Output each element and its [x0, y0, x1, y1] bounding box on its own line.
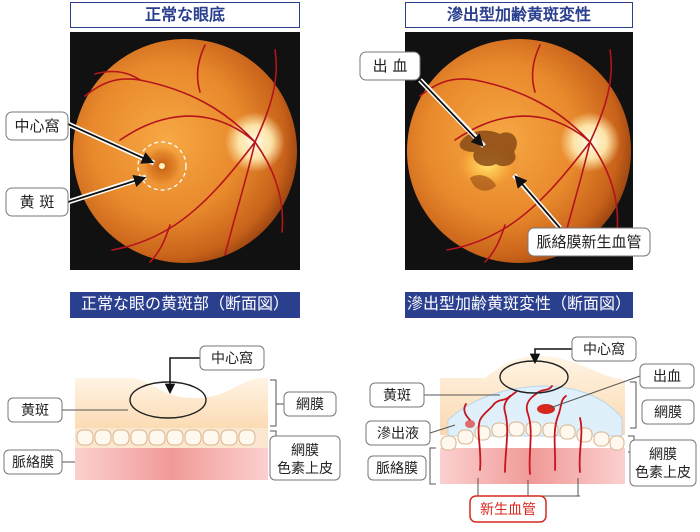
- amd-rpe-label-1: 網膜: [649, 447, 677, 463]
- title-wet-amd-cross-section: 滲出型加齢黄斑変性（断面図）: [405, 292, 633, 318]
- title-wet-amd-fundus: 滲出型加齢黄斑変性: [405, 2, 633, 28]
- callout-fovea: 中心窩: [5, 111, 156, 166]
- title-normal-cross-section: 正常な眼の黄斑部（断面図）: [70, 292, 300, 318]
- section-macula-label: 黄斑: [21, 402, 49, 419]
- callout-cnv-label: 脈絡膜新生血管: [536, 233, 641, 251]
- section-macula-box: [7, 397, 63, 423]
- normal-fundus-photo: [70, 32, 300, 270]
- amd-cross-section: 中心窩 黄斑 出血 網膜 滲出液 脈絡膜 網膜 色素上皮 新生血管: [365, 336, 697, 523]
- amd-choroid-layer: [440, 448, 625, 484]
- amd-choroid-label: 脈絡膜: [376, 461, 418, 477]
- callout-fovea-label: 中心窩: [14, 117, 59, 135]
- section-choroid-label: 脈絡膜: [12, 455, 54, 471]
- amd-new-vessels-label: 新生血管: [480, 502, 536, 518]
- callout-cnv-box: [527, 227, 651, 257]
- section-retina-box: [283, 391, 337, 417]
- amd-fundus-photo: [405, 32, 633, 270]
- callout-macula-box: [5, 187, 69, 217]
- new-blood-vessels: [463, 385, 583, 475]
- callout-fovea-box: [5, 111, 69, 141]
- hemorrhage-spot-small: [465, 420, 475, 428]
- amd-hemorrhage-leader: [549, 375, 641, 409]
- amd-exudate-box: [365, 420, 431, 446]
- amd-choroid-box: [367, 455, 427, 481]
- normal-cross-section: 中心窩 黄斑 脈絡膜 網膜 網膜 色素上皮: [3, 345, 341, 481]
- callout-macula-label: 黄 斑: [20, 193, 55, 211]
- fundus-disc: [73, 39, 297, 263]
- callout-hemorrhage-box: [359, 51, 421, 81]
- callout-hemorrhage-label: 出 血: [373, 57, 408, 75]
- rpe-cells: [76, 429, 256, 446]
- amd-rpe-cells: [440, 421, 625, 451]
- amd-retina-box: [641, 399, 695, 425]
- callout-hemorrhage: 出 血: [359, 51, 486, 148]
- choroid-layer: [75, 448, 268, 480]
- amd-fundus-disc: [407, 39, 631, 263]
- retinal-vessels: [84, 44, 284, 263]
- retina-layer: [75, 378, 268, 432]
- amd-choroid-bracket: [429, 447, 436, 485]
- section-retina-label: 網膜: [296, 397, 324, 413]
- macula-dashed-outline: [137, 141, 187, 191]
- title-normal-fundus: 正常な眼底: [70, 2, 300, 28]
- section-rpe-label-1: 網膜: [291, 443, 319, 459]
- section-fovea-label: 中心窩: [211, 350, 253, 367]
- amd-fovea-box: [571, 336, 637, 362]
- retina-bracket: [270, 379, 277, 427]
- amd-fovea-pointer: [529, 348, 572, 365]
- fovea-pointer: [164, 357, 200, 395]
- amd-retina-bracket: [630, 381, 637, 429]
- hemorrhage-patch-lower: [470, 175, 496, 191]
- section-rpe-label-2: 色素上皮: [277, 460, 333, 477]
- amd-hemorrhage-label: 出血: [653, 369, 681, 385]
- callout-macula: 黄 斑: [5, 174, 147, 217]
- exudate-fluid: [447, 385, 623, 437]
- callout-cnv: 脈絡膜新生血管: [512, 173, 651, 257]
- amd-macula-box: [369, 382, 425, 408]
- amd-fovea-label: 中心窩: [583, 341, 625, 358]
- amd-hemorrhage-box: [639, 363, 695, 389]
- amd-rpe-box: [629, 439, 697, 487]
- section-fovea-box: [199, 345, 265, 371]
- section-choroid-box: [3, 449, 63, 475]
- section-rpe-box: [269, 435, 341, 481]
- amd-retina-label: 網膜: [654, 405, 682, 421]
- amd-exudate-label: 滲出液: [377, 426, 419, 442]
- fovea-point: [159, 163, 165, 169]
- amd-new-vessels-box: [469, 495, 547, 523]
- amd-macula-label: 黄斑: [383, 387, 411, 404]
- macula-outline: [129, 381, 207, 419]
- amd-rpe-label-2: 色素上皮: [635, 464, 691, 481]
- hemorrhage-spot: [537, 404, 555, 414]
